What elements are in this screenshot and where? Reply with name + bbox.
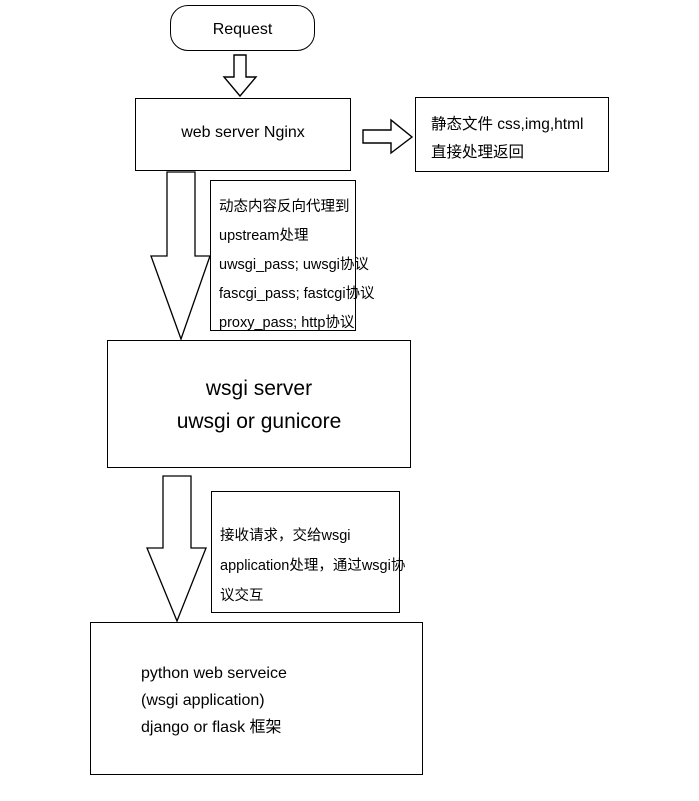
node-python-web-service[interactable]: python web serveice (wsgi application) d… [90, 622, 423, 775]
annotation-nginx-line-5: proxy_pass; http协议 [219, 315, 355, 331]
node-static-files[interactable]: 静态文件 css,img,html 直接处理返回 [415, 97, 609, 172]
arrow-nginx-to-static [362, 118, 414, 155]
node-web-server-label: web server Nginx [181, 124, 305, 141]
annotation-nginx-upstream: 动态内容反向代理到 upstream处理 uwsgi_pass; uwsgi协议… [210, 180, 375, 331]
node-wsgi-server[interactable]: wsgi server uwsgi or gunicore [107, 340, 411, 468]
annotation-nginx-line-1: 动态内容反向代理到 [219, 199, 350, 215]
annotation-wsgi-app: 接收请求，交给wsgi application处理，通过wsgi协 议交互 [211, 491, 405, 613]
node-web-server-nginx[interactable]: web server Nginx [135, 98, 351, 171]
arrow-wsgi-to-app [136, 475, 207, 623]
python-app-line-2: (wsgi application) [141, 692, 265, 709]
wsgi-server-line-1: wsgi server [205, 377, 313, 400]
annotation-nginx-line-2: upstream处理 [219, 228, 309, 244]
node-request[interactable]: Request [170, 5, 315, 51]
wsgi-server-line-2: uwsgi or gunicore [176, 410, 342, 433]
python-app-line-3: django or flask 框架 [141, 719, 282, 736]
arrow-nginx-to-wsgi [140, 171, 211, 341]
annotation-wsgi-line-3: 议交互 [220, 588, 264, 604]
annotation-nginx-line-4: fascgi_pass; fastcgi协议 [219, 286, 375, 302]
static-files-line-1: 静态文件 css,img,html [431, 116, 584, 133]
annotation-nginx-line-3: uwsgi_pass; uwsgi协议 [219, 257, 369, 273]
annotation-wsgi-line-2: application处理，通过wsgi协 [220, 558, 406, 574]
python-app-line-1: python web serveice [141, 665, 287, 682]
annotation-wsgi-line-1: 接收请求，交给wsgi [220, 528, 351, 544]
node-request-label: Request [212, 21, 273, 38]
static-files-line-2: 直接处理返回 [431, 144, 525, 161]
arrow-request-to-nginx [220, 54, 260, 98]
